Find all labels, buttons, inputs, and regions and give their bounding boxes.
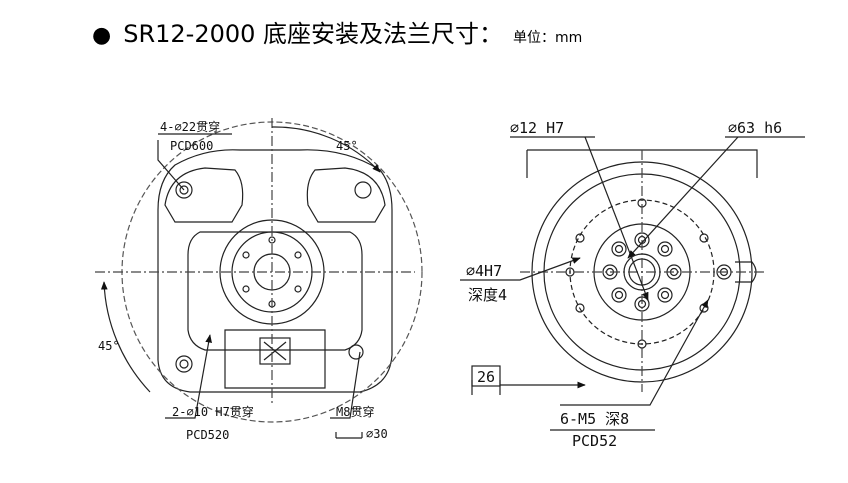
mount-hole-tr	[354, 181, 372, 199]
dim-26-box	[471, 365, 501, 387]
thread-leader	[330, 351, 361, 419]
mount-hole-tl	[175, 181, 193, 199]
base-outline	[157, 149, 393, 393]
dim-26-label: 26	[477, 368, 495, 386]
pin-pcd-label: PCD520	[186, 428, 229, 442]
pin-h7-label: ∅4H7	[466, 262, 502, 280]
outer-m5-holes	[565, 198, 709, 349]
thread-leader-r	[560, 299, 709, 406]
mount-hole-bl	[175, 355, 193, 373]
pin-label: 2-∅10 H7贯穿	[172, 404, 254, 419]
left-base-view	[95, 118, 423, 439]
thread-pcd-label: PCD52	[572, 432, 617, 450]
angle-arc-top	[271, 126, 381, 173]
bore-label: ∅12 H7	[510, 119, 564, 137]
outer-circle	[531, 161, 753, 383]
pin-depth-label: 深度4	[468, 286, 507, 304]
unit-label: 单位：mm	[513, 30, 583, 46]
holes-leader	[157, 140, 185, 191]
spigot-leader	[627, 136, 739, 259]
right-flange-view	[460, 136, 805, 431]
pin-leader	[165, 334, 212, 419]
bullet-icon: ●	[92, 23, 112, 48]
thread-r-label: 6-M5 深8	[560, 410, 629, 428]
mount-hole-br	[348, 344, 364, 360]
angle-top-label: 45°	[336, 139, 358, 153]
thread-label: M8贯穿	[336, 404, 374, 419]
rear-square	[526, 149, 758, 178]
spigot-label: ∅63 h6	[728, 119, 782, 137]
pin-depth-leader	[460, 257, 581, 281]
holes-label: 4-∅22贯穿	[160, 119, 220, 134]
bore-leader	[584, 136, 649, 301]
left-top-lug	[164, 167, 244, 223]
page-title: SR12-2000 底座安装及法兰尺寸：	[123, 20, 504, 48]
lower-window	[259, 337, 291, 365]
lower-block	[224, 329, 326, 389]
inner-body	[187, 231, 363, 351]
title-row: ● SR12-2000 底座安装及法兰尺寸： 单位：mm	[92, 14, 582, 54]
holes-pcd-label: PCD600	[170, 139, 213, 153]
angle-left-label: 45°	[98, 339, 120, 353]
angle-arc-left	[100, 281, 151, 393]
thread-depth-label: ∅30	[366, 427, 388, 441]
right-top-lug	[306, 167, 386, 223]
